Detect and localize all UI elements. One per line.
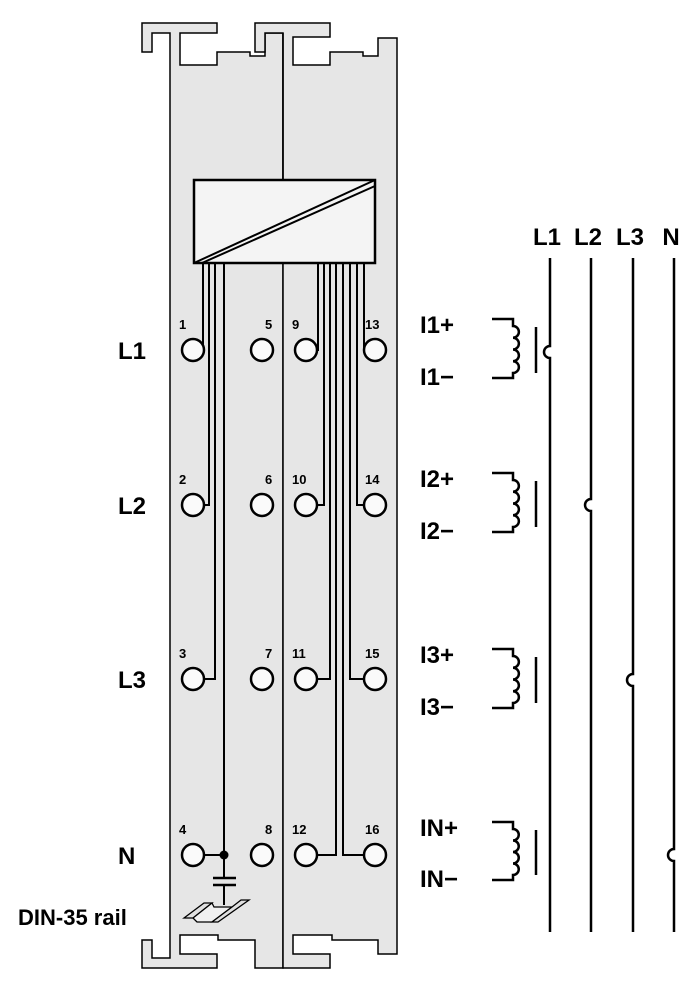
terminal-number: 10 [292,472,306,487]
row-label: L1 [118,338,146,365]
terminal-12[interactable] [293,842,319,868]
terminal-5[interactable] [249,337,275,363]
current-input-minus-label: IN− [420,866,458,893]
bus-line-n [666,258,676,932]
transformer-coil-icon [492,820,520,882]
row-label: L3 [118,667,146,694]
current-transformers: I1+ I1− I2+ I2− I3+ I3− IN+ IN− [420,312,538,893]
current-input-plus-label: IN+ [420,815,458,842]
terminal-number: 7 [265,646,272,661]
wire-to-terminal-12 [317,263,337,856]
terminal-16[interactable] [362,842,388,868]
terminal-1[interactable] [180,337,206,363]
terminal-11[interactable] [293,666,319,692]
terminal-number: 1 [179,317,186,332]
bus-line-l1 [542,258,552,932]
capacitor-to-rail [213,855,236,905]
bus-line-l2 [583,258,593,932]
signal-converter-block [192,178,377,265]
current-input-minus-label: I3− [420,694,454,721]
terminal-7[interactable] [249,666,275,692]
bus-label: L2 [574,224,602,251]
terminal-number: 9 [292,317,299,332]
terminal-number: 11 [292,646,306,661]
terminal-number: 4 [179,822,187,837]
terminal-3[interactable] [180,666,206,692]
din-rail-icon [182,899,252,923]
wire-to-terminal-3 [204,263,216,680]
wire-to-terminal-14 [356,263,364,506]
terminal-number: 3 [179,646,186,661]
terminal-13[interactable] [362,337,388,363]
row-label: L2 [118,493,146,520]
terminal-4[interactable] [180,842,206,868]
wire-to-terminal-11 [317,263,331,680]
terminal-2[interactable] [180,492,206,518]
terminal-number: 13 [365,317,379,332]
wire-to-terminal-9 [317,263,319,351]
din-rail-label: DIN-35 rail [18,905,127,930]
terminal-number: 16 [365,822,379,837]
wire-to-terminal-1 [202,263,204,351]
wire-to-terminal-16 [342,263,364,856]
bus-label: N [662,224,679,251]
wire-to-terminal-2 [204,263,210,506]
current-input-minus-label: I2− [420,518,454,545]
terminal-15[interactable] [362,666,388,692]
wire-to-terminal-10 [317,263,325,506]
current-input-plus-label: I2+ [420,466,454,493]
terminal-10[interactable] [293,492,319,518]
terminal-number: 15 [365,646,379,661]
terminal-number: 5 [265,317,272,332]
transformer-coil-icon [492,471,521,534]
terminal-6[interactable] [249,492,275,518]
terminal-number: 2 [179,472,186,487]
bus-lines: L1 L2 L3 N [533,224,680,932]
terminal-number: 14 [365,472,380,487]
bus-line-l3 [625,258,635,932]
terminal-number: 8 [265,822,272,837]
terminal-9[interactable] [293,337,319,363]
bus-label: L3 [616,224,644,251]
current-input-plus-label: I1+ [420,312,454,339]
wire-to-terminal-15 [349,263,364,680]
current-input-minus-label: I1− [420,364,454,391]
current-input-plus-label: I3+ [420,642,454,669]
row-label: N [118,843,135,870]
transformer-coil-icon [492,317,521,380]
terminal-number: 6 [265,472,272,487]
terminal-14[interactable] [362,492,388,518]
transformer-coil-icon [492,647,521,710]
bus-label: L1 [533,224,561,251]
terminal-number: 12 [292,822,306,837]
terminal-8[interactable] [249,842,275,868]
